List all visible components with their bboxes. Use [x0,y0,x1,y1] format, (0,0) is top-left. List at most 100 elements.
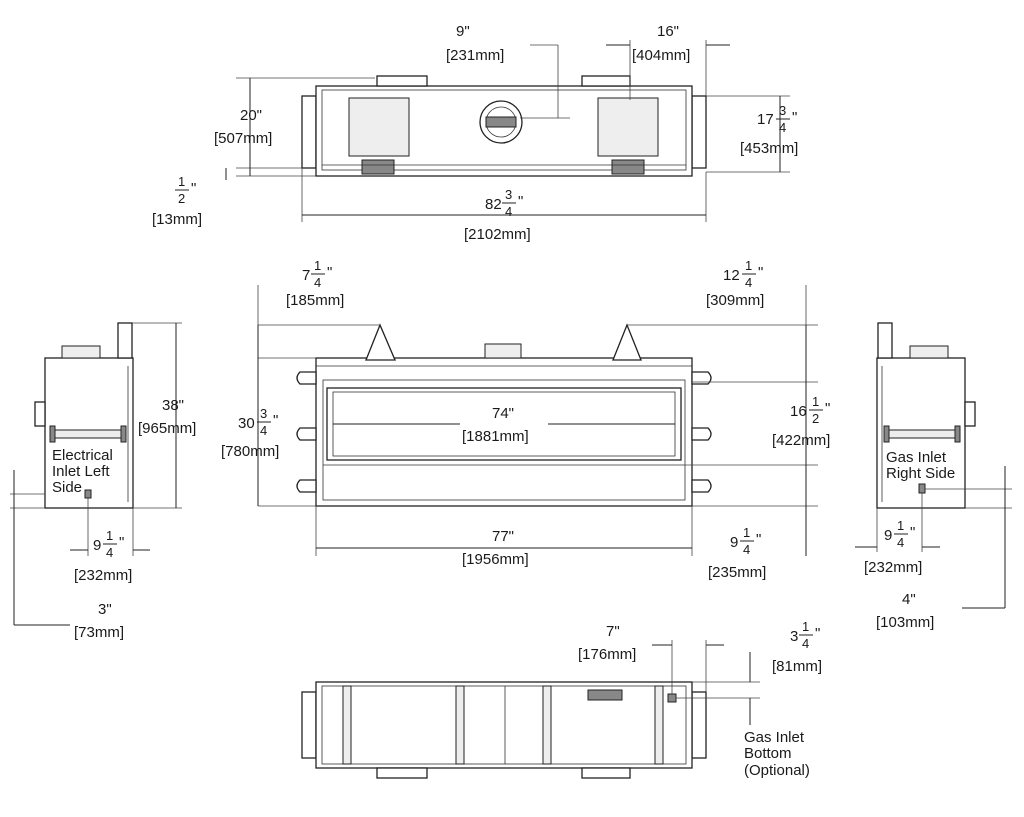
front-view-frame [322,379,686,501]
label-30-whole: 30 [238,415,255,432]
label-12-num: 1 [745,258,752,273]
label-gas-bottom-line-2: Bottom [744,745,792,762]
label-gas-bottom-line-1: Gas Inlet [744,729,805,746]
front-view-nailing-flange-left-top [296,371,317,385]
label-12-den: 4 [745,275,752,290]
right-view-rail-end-left [883,425,890,443]
bottom-view-standoff-left [376,767,428,779]
bottom-view: 7" [176mm] 3 1 4 " [81mm] Gas Inlet Bott… [301,619,822,779]
label-3b-whole: 3 [790,628,798,645]
label-17-num: 3 [779,103,786,118]
label-half-mm: [13mm] [152,211,202,228]
label-7-num: 1 [314,258,321,273]
label-gas-right-line-2: Right Side [886,465,955,482]
label-electrical-line-1: Electrical [52,447,113,464]
label-30-unit: " [273,412,278,429]
label-74-mm: [1881mm] [462,428,529,445]
label-9r-num: 1 [743,525,750,540]
label-12-mm: [309mm] [706,292,764,309]
label-7b-in: 7" [606,623,620,640]
front-view-nailing-flange-right-bottom [691,479,712,493]
label-7-unit: " [327,264,332,281]
label-9rs-num: 1 [897,518,904,533]
label-9-mm: [231mm] [446,47,504,64]
bottom-view-rail-2 [455,685,465,765]
label-half-unit: " [191,180,196,197]
label-30-mm: [780mm] [221,443,279,460]
label-16h-whole: 16 [790,403,807,420]
label-9r-unit: " [756,531,761,548]
label-9rs-mm: [232mm] [864,559,922,576]
label-82-whole: 82 [485,196,502,213]
label-9l-mm: [232mm] [74,567,132,584]
label-74-in: 74" [492,405,514,422]
label-3b-mm: [81mm] [772,658,822,675]
label-30-num: 3 [260,406,267,421]
left-view-vent-collar [61,345,101,359]
label-7b-mm: [176mm] [578,646,636,663]
top-view-standoff-right [581,75,631,87]
label-77-in: 77" [492,528,514,545]
label-82-num: 3 [505,187,512,202]
label-9r-whole: 9 [730,534,738,551]
label-77-mm: [1956mm] [462,551,529,568]
label-9-in: 9" [456,23,470,40]
label-12-unit: " [758,264,763,281]
left-view-bracket [34,401,46,427]
bottom-view-rail-1 [342,685,352,765]
label-half-num: 1 [178,174,185,189]
left-view-rail-end-right [120,425,127,443]
label-30-den: 4 [260,423,267,438]
bottom-view-gas-inlet [667,693,677,703]
label-20-in: 20" [240,107,262,124]
label-7-mm: [185mm] [286,292,344,309]
bottom-view-rail-4 [654,685,664,765]
top-view-left-collar [301,95,317,169]
top-view-vent-band [485,116,517,128]
left-view-electrical-inlet [84,489,92,499]
front-view-nailing-flange-right-mid [691,427,712,441]
label-82-unit: " [518,193,523,210]
label-3b-unit: " [815,625,820,642]
label-9l-num: 1 [106,528,113,543]
label-38-in: 38" [162,397,184,414]
front-view-vent-collar [484,343,522,359]
label-12-whole: 12 [723,267,740,284]
right-side-view: Gas Inlet Right Side 9 1 4 " [232mm] 4" … [855,322,1012,631]
label-17-unit: " [792,109,797,126]
label-17-den: 4 [779,120,786,135]
label-gas-right-line-1: Gas Inlet [886,449,947,466]
top-view-bracket-right [611,159,645,175]
label-3b-den: 4 [802,636,809,651]
top-view-inner-panel [321,89,687,171]
label-16h-den: 2 [812,411,819,426]
label-3-in: 3" [98,601,112,618]
label-16-in: 16" [657,23,679,40]
front-view-nailing-flange-left-bottom [296,479,317,493]
label-38-mm: [965mm] [138,420,196,437]
bottom-view-body [315,681,693,769]
label-4-in: 4" [902,591,916,608]
label-82-mm: [2102mm] [464,226,531,243]
label-9l-unit: " [119,534,124,551]
bottom-view-left-collar [301,691,317,759]
bottom-view-vent-grille [587,689,623,701]
label-9r-mm: [235mm] [708,564,766,581]
label-9rs-unit: " [910,524,915,541]
right-view-bracket [964,401,976,427]
label-7-whole: 7 [302,267,310,284]
label-7-den: 4 [314,275,321,290]
top-view-right-collar [691,95,707,169]
label-82-den: 4 [505,204,512,219]
label-20-mm: [507mm] [214,130,272,147]
label-16h-unit: " [825,400,830,417]
front-view-nailing-flange-left-mid [296,427,317,441]
label-4-mm: [103mm] [876,614,934,631]
bottom-view-right-collar [691,691,707,759]
label-9rs-whole: 9 [884,527,892,544]
right-view-chimney [877,322,893,359]
label-9l-den: 4 [106,545,113,560]
label-gas-bottom-line-3: (Optional) [744,762,810,779]
label-17-whole: 17 [757,111,774,128]
left-view-chimney [117,322,133,359]
